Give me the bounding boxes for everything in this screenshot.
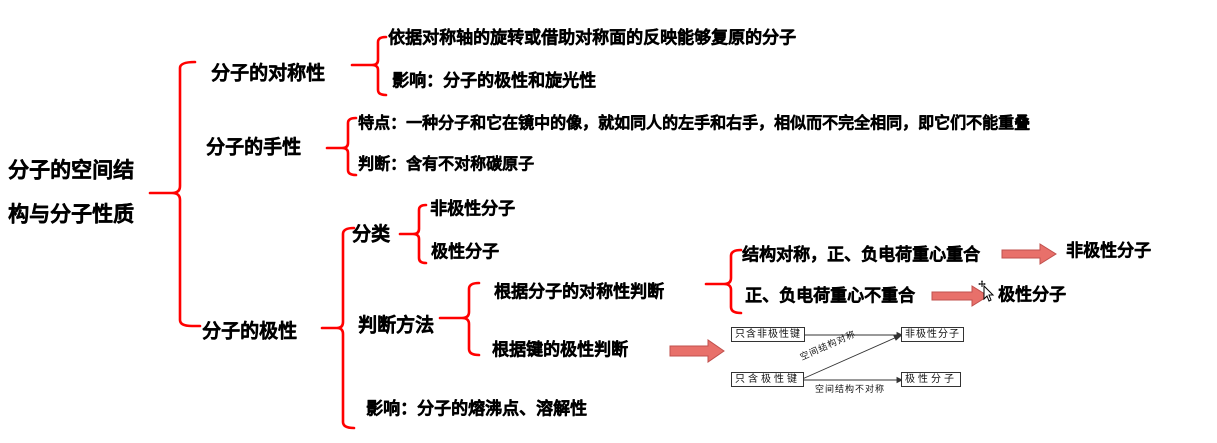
chirality-feature: 特点：一种分子和它在镜中的像，就如同人的左手和右手，相似而不完全相同，即它们不能… — [358, 113, 1031, 132]
mini-box-polar-molecule: 极性分子 — [901, 372, 961, 387]
mini-edge-symmetric: 空间结构对称 — [798, 329, 858, 363]
root-title-line1: 分子的空间结 — [8, 158, 134, 182]
by-symmetry-bracket — [704, 248, 743, 315]
case-symmetric-condition: 结构对称，正、负电荷重心重合 — [742, 245, 980, 265]
symmetry-definition: 依据对称轴的旋转或借助对称面的反映能够复原的分子 — [388, 28, 796, 48]
move-cursor-icon — [978, 280, 996, 305]
classification-label: 分类 — [352, 223, 391, 245]
case-asymmetric-condition: 正、负电荷重心不重合 — [745, 286, 915, 306]
mini-box-nonpolar-molecule: 非极性分子 — [901, 327, 964, 342]
method-by-symmetry: 根据分子的对称性判断 — [494, 282, 664, 302]
mini-box-polar-bonds: 只含极性键 — [731, 372, 804, 387]
chirality-title: 分子的手性 — [206, 136, 302, 158]
classification-item-polar: 极性分子 — [431, 242, 499, 262]
case-symmetric-result: 非极性分子 — [1066, 241, 1151, 261]
classification-item-nonpolar: 非极性分子 — [430, 199, 515, 219]
methods-label: 判断方法 — [358, 314, 435, 336]
main-bracket — [148, 60, 202, 328]
symmetry-title: 分子的对称性 — [211, 62, 326, 84]
methods-bracket — [438, 281, 481, 357]
symmetry-effect: 影响：分子的极性和旋光性 — [392, 71, 596, 91]
chirality-bracket — [325, 116, 358, 177]
classification-bracket — [398, 203, 428, 265]
arrow-to-nonpolar — [1001, 243, 1057, 265]
mini-edge-asymmetric: 空间结构不对称 — [815, 385, 886, 395]
polarity-title: 分子的极性 — [202, 320, 298, 342]
method-by-bond: 根据键的极性判断 — [492, 340, 628, 360]
polarity-effect: 影响：分子的熔沸点、溶解性 — [366, 399, 587, 419]
mini-box-nonpolar-bonds: 只含非极性键 — [731, 327, 805, 342]
arrow-to-mini-diagram — [669, 339, 725, 363]
polarity-bracket — [320, 226, 356, 430]
root-title-line2: 构与分子性质 — [8, 202, 134, 226]
chirality-judge: 判断：含有不对称碳原子 — [358, 154, 535, 173]
case-asymmetric-result: 极性分子 — [998, 285, 1066, 305]
symmetry-bracket — [350, 35, 388, 97]
